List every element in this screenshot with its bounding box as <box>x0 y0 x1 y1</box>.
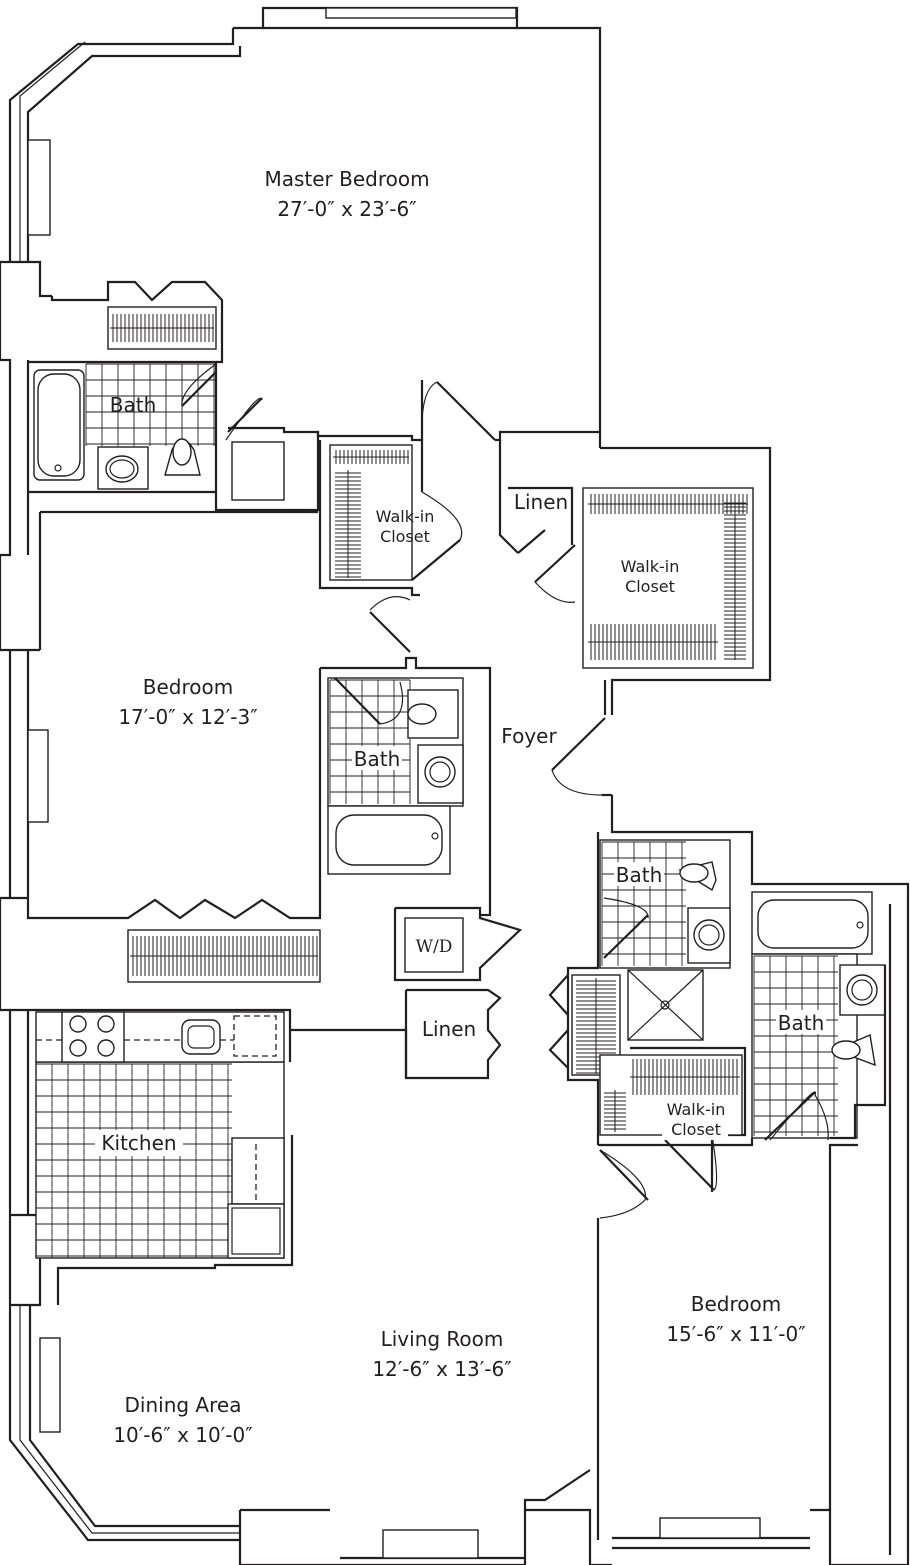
bath-center-label: Bath <box>354 747 401 771</box>
bedroom-2-dims: 15′-6″ x 11′-0″ <box>666 1322 805 1346</box>
walkin-2-label-1: Walk-in <box>621 557 680 576</box>
walkin-3-label-2: Closet <box>671 1120 721 1139</box>
walkin-3-label-bg <box>662 1098 728 1140</box>
bedroom-1-walls <box>0 510 492 983</box>
bath-center-label-bg <box>352 746 402 770</box>
dining-area-name: Dining Area <box>125 1393 242 1417</box>
kitchen-label: Kitchen <box>101 1131 176 1155</box>
bedroom-2-name: Bedroom <box>691 1292 781 1316</box>
kitchen-walls <box>10 1008 294 1305</box>
bedroom-1-name: Bedroom <box>143 675 233 699</box>
closet-rack <box>604 1059 740 1132</box>
bath-right-a-label-bg <box>614 862 664 886</box>
entry-door <box>551 680 612 797</box>
bath-right-a-label: Bath <box>616 863 663 887</box>
bath-right-b-label: Bath <box>778 1011 825 1035</box>
living-room-name: Living Room <box>381 1327 504 1351</box>
linen-2-label: Linen <box>422 1017 476 1041</box>
room-labels: Master Bedroom 27′-0″ x 23′-6″ Bath Walk… <box>95 167 826 1447</box>
master-entry <box>420 380 754 669</box>
walkin-1-label-2: Closet <box>380 527 430 546</box>
living-dining-walls <box>240 1469 591 1512</box>
center-bath <box>327 677 464 875</box>
foyer-label: Foyer <box>501 724 557 748</box>
laundry-linen <box>290 906 523 1080</box>
washer-dryer-label: W/D <box>416 937 453 957</box>
exterior-walls <box>0 6 910 1565</box>
bath-master-label: Bath <box>110 393 157 417</box>
kitchen-label-bg <box>95 1130 183 1156</box>
master-bedroom-dims: 27′-0″ x 23′-6″ <box>277 197 416 221</box>
walkin-3-label-1: Walk-in <box>667 1100 726 1119</box>
walkin-1-label-1: Walk-in <box>376 507 435 526</box>
closet-rack <box>110 314 214 342</box>
walkin-2-label-2: Closet <box>625 577 675 596</box>
bedroom-1-dims: 17′-0″ x 12′-3″ <box>118 705 257 729</box>
closet-rack <box>588 494 748 660</box>
right-bath-area <box>548 832 887 1540</box>
closet-rack <box>333 450 409 578</box>
living-room-dims: 12′-6″ x 13′-6″ <box>372 1357 511 1381</box>
tile-floor <box>85 363 216 446</box>
tile-floor <box>35 1063 232 1258</box>
linen-1-label: Linen <box>514 490 568 514</box>
bath-right-b-label-bg <box>776 1010 826 1034</box>
master-bedroom-name: Master Bedroom <box>264 167 429 191</box>
dining-area-dims: 10′-6″ x 10′-0″ <box>113 1423 252 1447</box>
closet-rack <box>130 936 318 976</box>
master-bath-area <box>28 280 320 512</box>
walkin-closet-1 <box>316 432 463 653</box>
